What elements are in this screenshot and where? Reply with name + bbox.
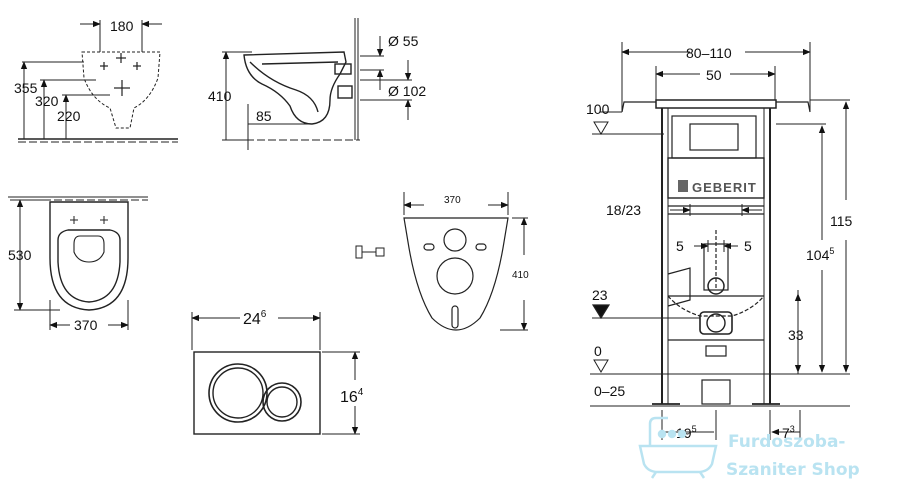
toilet-front-view	[18, 20, 178, 143]
mounting-template	[403, 192, 528, 331]
flush-plate	[191, 312, 360, 435]
width-370-label: 370	[74, 317, 98, 333]
level-23-label: 23	[592, 287, 608, 303]
height-220-label: 220	[57, 108, 81, 124]
watermark-line1: Furdoszoba-	[728, 432, 846, 452]
total-height-label: 115	[830, 213, 853, 229]
level-0-label: 0	[594, 343, 602, 359]
plate-height-label: 164	[340, 387, 364, 406]
outlet-height-label: 33	[788, 327, 804, 343]
offset-left-label: 5	[676, 238, 684, 254]
fixing-bolt-icon	[355, 245, 385, 259]
toilet-side-view	[222, 18, 412, 150]
installation-frame	[590, 42, 850, 440]
floor-range-label: 0–25	[594, 383, 625, 399]
brand-text: GEBERIT	[692, 180, 757, 195]
template-height-label: 410	[512, 270, 529, 281]
dia-102-label: Ø 102	[388, 83, 426, 99]
height-355-label: 355	[14, 80, 38, 96]
plate-width-label: 246	[243, 309, 267, 328]
height-320-label: 320	[35, 93, 59, 109]
dia-55-label: Ø 55	[388, 33, 419, 49]
frame-width-range-label: 80–110	[686, 45, 732, 61]
height-104-label: 1045	[806, 246, 834, 263]
length-530-label: 530	[8, 247, 32, 263]
level-100-label: 100	[586, 101, 610, 117]
height-410-label: 410	[208, 88, 232, 104]
bathtub-icon	[638, 416, 718, 479]
bolt-spacing-label: 18/23	[606, 202, 641, 218]
watermark: Furdoszoba- Szaniter Shop	[638, 416, 860, 480]
bottom-right-label: 73	[782, 424, 795, 441]
frame-inner-width-label: 50	[706, 67, 722, 83]
offset-right-label: 5	[744, 238, 752, 254]
template-width-label: 370	[444, 195, 461, 206]
frame-brand-logo: GEBERIT	[678, 180, 757, 195]
width-180-label: 180	[110, 18, 134, 34]
watermark-line2: Szaniter Shop	[726, 460, 860, 480]
toilet-plan-view	[8, 196, 148, 330]
depth-85-label: 85	[256, 108, 272, 124]
